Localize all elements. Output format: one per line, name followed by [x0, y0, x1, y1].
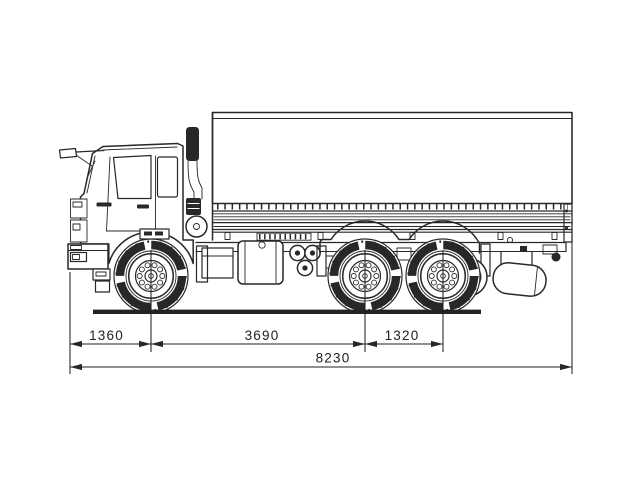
tow-hitch [551, 252, 561, 262]
dim-label-bogie-spacing: 1320 [385, 328, 420, 343]
wheels [113, 238, 481, 314]
latch-dot [565, 226, 568, 230]
tire-tread [115, 240, 187, 312]
lug-nuts [136, 262, 166, 290]
fender-profile [319, 220, 481, 254]
mid-mudflap [316, 245, 327, 277]
arrowhead [365, 340, 377, 348]
front-mudflap [195, 245, 209, 283]
cab-step [139, 228, 170, 240]
arrowhead [70, 340, 82, 348]
tarpaulin-cover [211, 111, 573, 205]
headlight-lens [72, 254, 80, 260]
hinge-bracket [409, 232, 416, 240]
arrowhead [431, 340, 443, 348]
air-reservoir-cap [294, 250, 301, 256]
dimension-row-1: 1360 3690 1320 [70, 328, 443, 348]
air-cleaner [185, 215, 208, 238]
dimension-row-2: 8230 [70, 351, 572, 371]
arrowhead [353, 340, 365, 348]
intake-pipe [187, 160, 195, 200]
rear-fitting [520, 246, 527, 251]
lug-nuts [350, 262, 380, 290]
mirror-arm [75, 149, 105, 153]
arrowhead [70, 363, 82, 371]
quarter-window [156, 156, 179, 198]
hinge-bracket [224, 232, 231, 240]
arrowhead [139, 340, 151, 348]
grille-slot [72, 223, 81, 231]
air-intake-stack [185, 127, 208, 238]
front-mudguard [94, 280, 111, 293]
tire-tread [407, 240, 479, 312]
air-cleaner-hub [193, 223, 200, 230]
muffler-endcap [533, 266, 538, 297]
rear-wheel [405, 238, 481, 314]
arrowhead [151, 340, 163, 348]
bumper-step [92, 268, 111, 281]
arrowhead [560, 363, 572, 371]
wiper [87, 160, 96, 177]
latch-dot [565, 209, 568, 213]
hinge-bracket [317, 232, 324, 240]
battery-box [201, 247, 234, 279]
fuel-filler-cap [258, 241, 266, 249]
dim-label-wheelbase: 3690 [245, 328, 280, 343]
bumper-body [67, 243, 109, 270]
step-tread [155, 231, 163, 236]
rear-fitting-dot [506, 236, 514, 244]
chassis-equipment [201, 240, 345, 285]
door-window [112, 154, 152, 200]
front-bumper [67, 243, 111, 293]
dim-label-front-overhang: 1360 [89, 328, 124, 343]
mirror-head [58, 147, 78, 159]
mirror-brace [75, 154, 93, 167]
side-guard [256, 232, 312, 241]
fuel-tank [237, 240, 284, 285]
dimension-annotations: 1360 3690 1320 8230 [69, 112, 573, 374]
marker-light [70, 245, 82, 250]
bumper-step-tread [95, 271, 107, 277]
step-tread [144, 231, 152, 236]
muffler-body [492, 262, 547, 297]
cargo-bed [211, 111, 573, 243]
headlight [69, 251, 88, 263]
lug-nuts [428, 262, 458, 290]
air-reservoir-cap [309, 250, 316, 256]
intake-pipe [196, 160, 203, 200]
door-front-seam [106, 156, 111, 232]
rear-fenders [316, 220, 481, 277]
muffler [492, 262, 547, 297]
cab [58, 142, 194, 265]
grille-slot [72, 201, 83, 208]
dim-label-overall-length: 8230 [316, 351, 351, 366]
grille-panel-upper [70, 198, 88, 219]
air-reservoir-cap [302, 265, 308, 271]
door-handle [137, 204, 149, 209]
bogie-suspension [396, 247, 412, 261]
intake-connector [186, 198, 201, 215]
roof-line [102, 146, 178, 151]
hinge-bracket [497, 232, 504, 240]
hinge-bracket [551, 232, 558, 240]
tire-tread [329, 240, 401, 312]
grille-panel-lower [70, 219, 88, 243]
windshield-edge [86, 155, 96, 194]
taillight-bracket [542, 244, 558, 255]
intake-cap [186, 127, 199, 161]
side-vent [96, 202, 112, 207]
